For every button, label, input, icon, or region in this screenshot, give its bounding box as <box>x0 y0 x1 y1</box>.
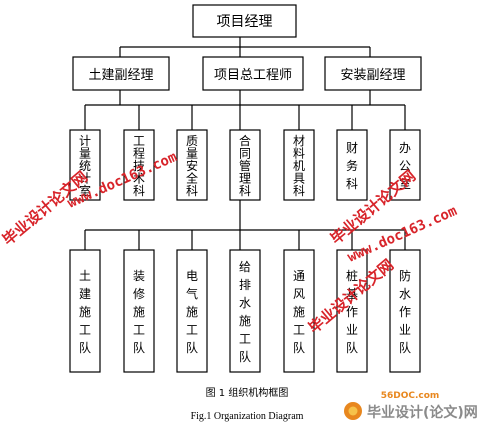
dept-box <box>389 129 421 201</box>
team-box <box>176 249 208 373</box>
installation-deputy-manager-box <box>324 56 422 91</box>
team-label: 给排水施工队 <box>239 260 251 364</box>
chief-engineer-box <box>202 56 304 91</box>
logo-domain: 56DOC.com <box>381 391 440 401</box>
dept-box <box>176 129 208 201</box>
connectors <box>84 37 406 250</box>
civil-deputy-manager-label: 土建副经理 <box>88 68 153 83</box>
team-box <box>336 249 368 373</box>
department-label: 合同管理科 <box>239 133 251 198</box>
dept-box <box>336 129 368 201</box>
team-label: 电气施工队 <box>186 269 198 355</box>
department-labels: 计量统计室 工程技术科 质量安全科 合同管理科 材料机具科 财务科 办公室 <box>79 133 411 198</box>
team-label: 桩基作业队 <box>346 268 358 355</box>
caption-english: Fig.1 Organization Diagram <box>191 411 304 422</box>
caption-chinese: 图 1 组织机构框图 <box>206 386 289 399</box>
team-box <box>389 249 421 373</box>
department-label: 计量统计室 <box>79 134 91 198</box>
team-box <box>69 249 101 373</box>
team-box <box>229 249 261 373</box>
team-label: 通风施工队 <box>293 269 305 355</box>
team-label: 装修施工队 <box>133 269 145 355</box>
dept-box <box>123 129 155 201</box>
team-row <box>69 249 421 373</box>
department-label: 材料机具科 <box>293 134 305 198</box>
top-label: 项目经理 <box>217 14 273 30</box>
chief-engineer-label: 项目总工程师 <box>214 68 292 83</box>
installation-deputy-manager-label: 安装副经理 <box>340 68 405 83</box>
department-label: 财务科 <box>346 141 358 191</box>
dept-box <box>229 129 261 201</box>
team-box <box>283 249 315 373</box>
department-row <box>69 129 421 201</box>
dept-box <box>283 129 315 201</box>
team-label: 土建施工队 <box>79 269 91 355</box>
department-label: 工程技术科 <box>133 134 145 198</box>
site-logo: 56DOC.com 毕业设计(论文)网 <box>344 391 478 421</box>
logo-text: 毕业设计(论文)网 <box>367 404 478 421</box>
dept-box <box>69 129 101 201</box>
department-label: 质量安全科 <box>186 134 198 198</box>
department-label: 办公室 <box>399 140 411 191</box>
team-labels: 土建施工队 装修施工队 电气施工队 给排水施工队 通风施工队 桩基作业队 防水作业队 <box>79 260 411 364</box>
team-box <box>123 249 155 373</box>
team-label: 防水作业队 <box>399 268 411 355</box>
top-box <box>192 4 297 38</box>
civil-deputy-manager-box <box>72 56 170 91</box>
